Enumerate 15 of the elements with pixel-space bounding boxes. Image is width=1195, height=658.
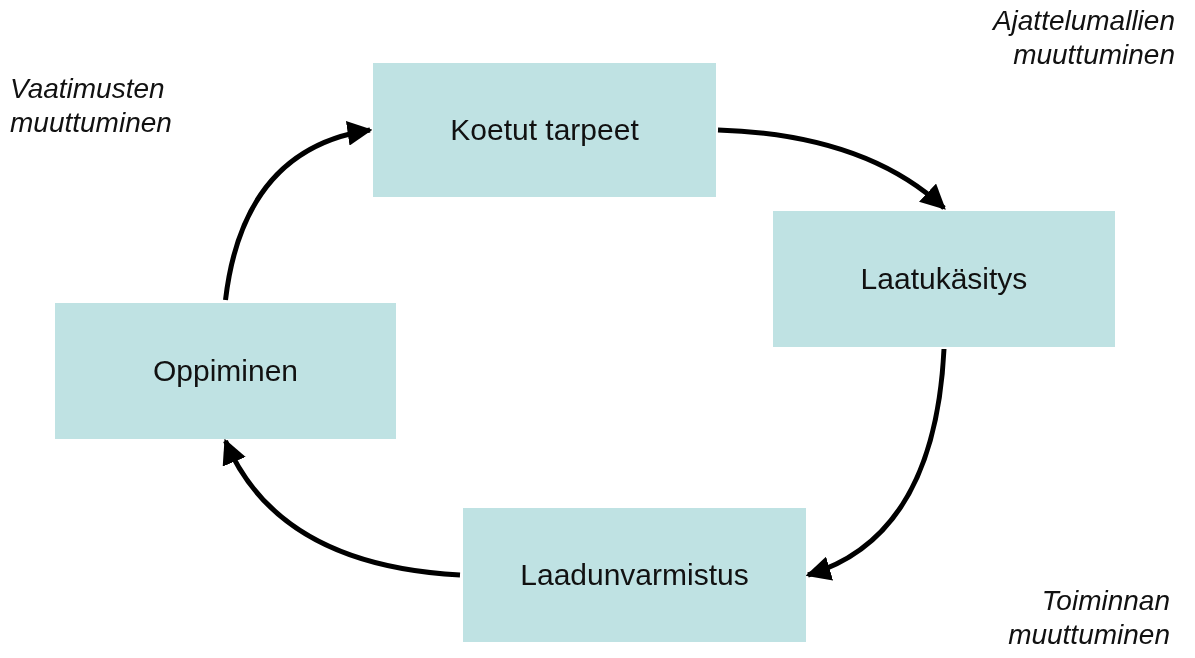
box-label: Laadunvarmistus bbox=[520, 558, 749, 592]
process-box bbox=[55, 303, 396, 439]
box-label: Oppiminen bbox=[152, 354, 299, 388]
curved-arrow bbox=[717, 127, 946, 210]
process-box bbox=[773, 211, 1115, 347]
process-box bbox=[373, 63, 716, 197]
curved-arrow bbox=[223, 122, 373, 301]
curved-arrow bbox=[805, 348, 947, 580]
note-text: Vaatimusten muuttuminen bbox=[10, 72, 173, 140]
box-label: Laatukäsitys bbox=[860, 262, 1028, 296]
note-text: Ajattelumallien muuttuminen bbox=[991, 4, 1175, 72]
note-text: Toiminnan muuttuminen bbox=[1007, 584, 1170, 652]
curved-arrow bbox=[223, 438, 461, 578]
box-label: Koetut tarpeet bbox=[450, 113, 639, 147]
process-box bbox=[463, 508, 806, 642]
